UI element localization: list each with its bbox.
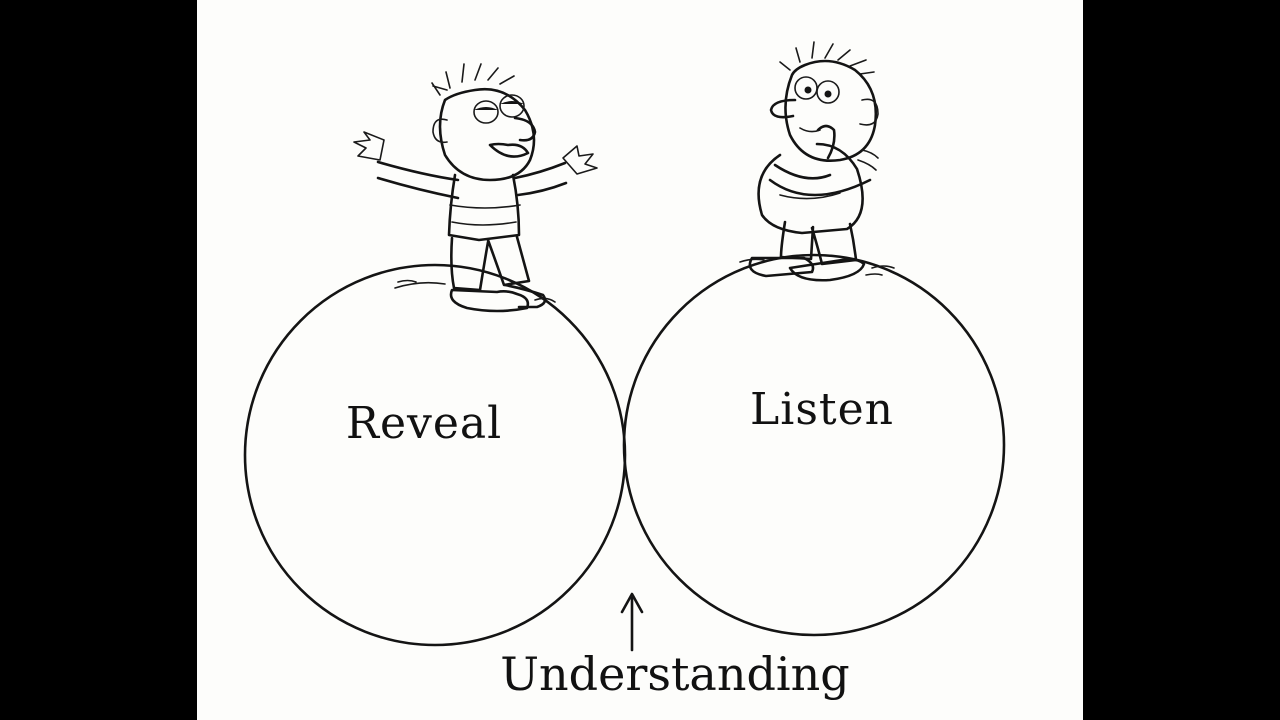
revealing-person-illustration [353, 63, 598, 313]
understanding-label: Understanding [500, 647, 849, 701]
reveal-label: Reveal [346, 398, 502, 449]
listen-label: Listen [750, 384, 894, 435]
listening-person-illustration [739, 41, 895, 282]
drawing-paper [197, 0, 1083, 720]
overlap-shading [624, 265, 625, 635]
listen-circle [622, 253, 1006, 637]
arrow-up-icon [620, 592, 644, 652]
reveal-circle [243, 263, 627, 647]
